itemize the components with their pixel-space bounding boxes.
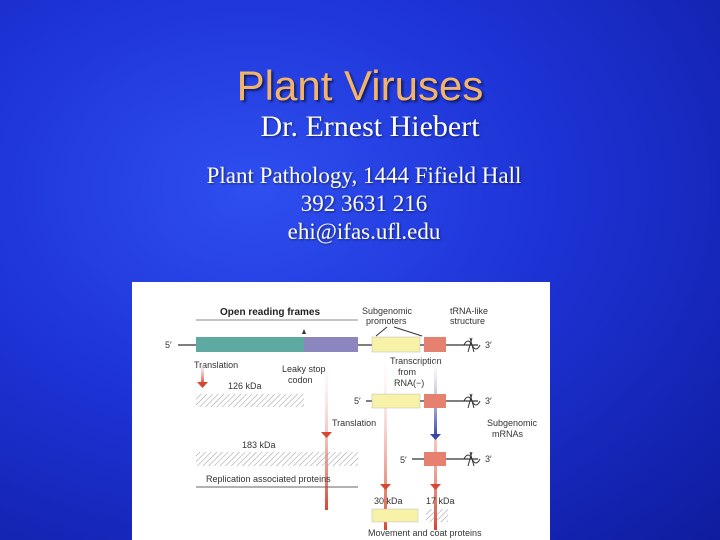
translation-arrow-head-3: [380, 484, 391, 490]
phone-number: 392 3631 216: [300, 191, 428, 216]
replication-proteins-label: Replication associated proteins: [206, 474, 331, 484]
slide-title: Plant Viruses: [236, 62, 484, 109]
three-prime-label-2: 3′: [485, 396, 492, 406]
translation-arrow-head-2: [321, 432, 332, 438]
leaky-stop-marker-icon: [302, 329, 306, 334]
orf-header: Open reading frames: [220, 307, 320, 318]
orf-readthrough-block: [304, 337, 358, 352]
translation-label-2: Translation: [332, 418, 376, 428]
five-prime-label-2: 5′: [354, 396, 361, 406]
orf-30kda-block: [371, 336, 421, 353]
kda-183-label: 183 kDa: [242, 440, 276, 450]
subgenomic-mrnas-label-1: Subgenomic: [487, 418, 538, 428]
transcription-label-1: Transcription: [390, 356, 442, 366]
kda-17-label: 17 kDa: [426, 496, 455, 506]
transcription-arrow-head: [430, 434, 441, 440]
three-prime-label-3: 3′: [485, 454, 492, 464]
five-prime-label-1: 5′: [165, 340, 172, 350]
presenter-name: Dr. Ernest Hiebert: [260, 110, 480, 143]
trna-structure-icon-2: [463, 393, 481, 409]
subgenomic-promoters-label-1: Subgenomic: [362, 306, 413, 316]
subgenomic-promoters-label-2: promoters: [366, 316, 407, 326]
translation-arrow-shaft-4: [434, 360, 437, 530]
protein-17kda-bar: [426, 509, 448, 522]
trna-structure-icon-3: [463, 451, 481, 467]
sg-orf-30kda-block: [371, 393, 421, 409]
trna-like-label-2: structure: [450, 316, 485, 326]
subgenomic-mrnas-label-2: mRNAs: [492, 429, 523, 439]
protein-126kda-bar: [196, 394, 304, 407]
kda-126-label: 126 kDa: [228, 381, 262, 391]
transcription-label-3: RNA(−): [394, 378, 424, 388]
movement-coat-label: Movement and coat proteins: [368, 528, 482, 538]
email-address: ehi@ifas.ufl.edu: [287, 219, 441, 244]
translation-arrow-shaft-3: [384, 360, 387, 530]
leaky-stop-label-2: codon: [288, 375, 313, 385]
trna-like-label-1: tRNA-like: [450, 306, 488, 316]
genome-diagram: Open reading frames Subgenomic promoters…: [132, 282, 550, 540]
sg-orf-17kda-block-2: [424, 452, 446, 466]
orf-126kda-block: [196, 337, 304, 352]
protein-183kda-bar: [196, 452, 358, 466]
promoter-pointer-1: [375, 326, 388, 337]
trna-structure-icon-1: [463, 337, 481, 353]
five-prime-label-3: 5′: [400, 455, 407, 465]
translation-label-1: Translation: [194, 360, 238, 370]
protein-30kda-bar: [371, 508, 419, 523]
translation-arrow-shaft-1: [201, 362, 204, 384]
leaky-stop-label-1: Leaky stop: [282, 364, 326, 374]
kda-30-label: 30 kDa: [374, 496, 403, 506]
transcription-label-2: from: [398, 367, 416, 377]
department-address: Plant Pathology, 1444 Fifield Hall: [206, 163, 522, 188]
translation-arrow-head-1: [197, 382, 208, 388]
orf-17kda-block: [424, 337, 446, 352]
sg-orf-17kda-block-1: [424, 394, 446, 408]
promoter-pointer-2: [393, 326, 423, 337]
translation-arrow-head-4: [430, 484, 441, 490]
three-prime-label-1: 3′: [485, 340, 492, 350]
